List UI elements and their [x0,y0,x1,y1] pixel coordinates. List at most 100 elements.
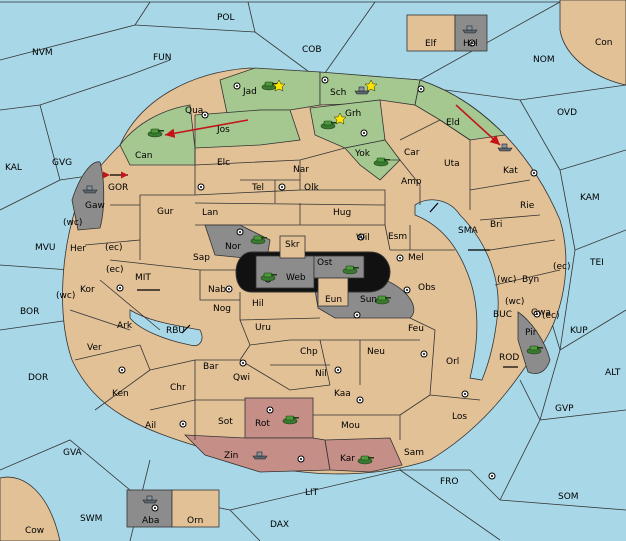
label-lit: LIT [305,488,319,498]
label-sot: Sot [218,417,233,427]
label-buc: BUC [493,310,512,320]
label-kat: Kat [503,166,518,176]
label-kaa: Kaa [334,389,351,399]
label-zin: Zin [224,451,238,461]
label-olk: Olk [304,183,320,193]
label-skr: Skr [285,240,300,250]
label-orn: Orn [187,516,203,526]
label-gur: Gur [157,207,174,217]
label-byn: Byn [522,275,539,285]
coast-tag: (wc) [497,275,516,285]
label-kor: Kor [80,285,95,295]
label-neu: Neu [367,347,385,357]
label-kup: KUP [570,326,588,336]
region-yok[interactable] [344,139,401,181]
label-nar: Nar [293,165,309,175]
label-gvg: GVG [52,158,72,168]
label-los: Los [452,412,467,422]
label-mel: Mel [408,253,424,263]
label-nil: Nil [315,369,327,379]
label-car: Car [404,148,420,158]
label-eld: Eld [446,118,460,128]
label-gva: GVA [63,448,83,458]
label-chp: Chp [300,347,318,357]
label-qua: Qua [185,106,203,116]
sea-sma[interactable] [414,199,499,381]
label-mou: Mou [341,421,360,431]
label-bor: BOR [20,307,39,317]
label-bar: Bar [203,362,219,372]
label-elf: Elf [425,39,437,49]
sea-labels: POL NVM FUN COB NOM OVD KAL GVG MVU BOR … [5,13,621,530]
label-hil: Hil [252,299,264,309]
region-web[interactable] [255,255,315,289]
label-uta: Uta [444,159,460,169]
label-gaw: Gaw [85,201,105,211]
region-elf[interactable] [406,14,456,52]
label-ver: Ver [87,343,102,353]
label-nog: Nog [213,304,231,314]
label-obs: Obs [418,283,436,293]
label-ark: Ark [117,321,133,331]
sea-rbu[interactable] [129,309,203,347]
region-kar[interactable] [324,437,403,473]
label-sun: Sun [360,295,377,305]
label-nom: NOM [533,55,555,65]
label-rod: ROD [499,353,519,363]
label-yok: Yok [354,149,371,159]
label-esm: Esm [388,232,407,242]
label-nab: Nab [208,285,226,295]
label-eun: Eun [325,295,342,305]
label-can: Can [135,151,153,161]
supply-centers [116,39,541,512]
label-sap: Sap [193,253,210,263]
label-jos: Jos [216,125,230,135]
coast-tag: (wc) [63,218,82,228]
label-fro: FRO [440,477,459,487]
move-arrow-jos-can [164,119,249,139]
label-gvp: GVP [555,404,574,414]
label-pir: Pir [525,328,537,338]
region-pir[interactable] [517,311,551,374]
label-kam: KAM [580,193,600,203]
label-som: SOM [558,492,579,502]
label-gor: GOR [108,183,128,193]
label-swm: SWM [80,514,102,524]
label-ovd: OVD [557,108,577,118]
region-jos[interactable] [194,109,301,149]
region-rot[interactable] [244,397,314,439]
label-con: Con [595,38,613,48]
label-ail: Ail [145,421,156,431]
region-eun[interactable] [317,277,349,307]
coast-tag: (wc) [505,297,524,307]
adjacency-markers [102,171,518,368]
label-chr: Chr [170,383,186,393]
label-feu: Feu [408,324,424,334]
region-skr[interactable] [279,235,306,259]
label-ken: Ken [112,389,129,399]
label-pol: POL [217,13,235,23]
label-hug: Hug [333,208,351,218]
label-tel: Tel [251,183,264,193]
label-wil: Wil [356,233,370,243]
coast-tag: (wc) [56,291,75,301]
region-orn[interactable] [171,489,220,528]
coast-tag: (ec) [553,262,571,272]
region-gaw[interactable] [71,161,105,231]
label-orl: Orl [446,357,459,367]
label-kal: KAL [5,163,22,173]
label-gwa: Gwa [531,308,551,318]
label-uru: Uru [255,323,271,333]
label-sma: SMA [458,226,478,236]
label-aba: Aba [142,516,159,526]
label-dor: DOR [28,373,48,383]
label-tei: TEI [589,258,604,268]
label-elc: Elc [217,158,230,168]
label-sam: Sam [404,448,424,458]
label-grh: Grh [345,109,361,119]
label-jad: Jad [242,87,257,97]
label-dax: DAX [270,520,289,530]
move-arrow-eld-kat [455,104,501,146]
